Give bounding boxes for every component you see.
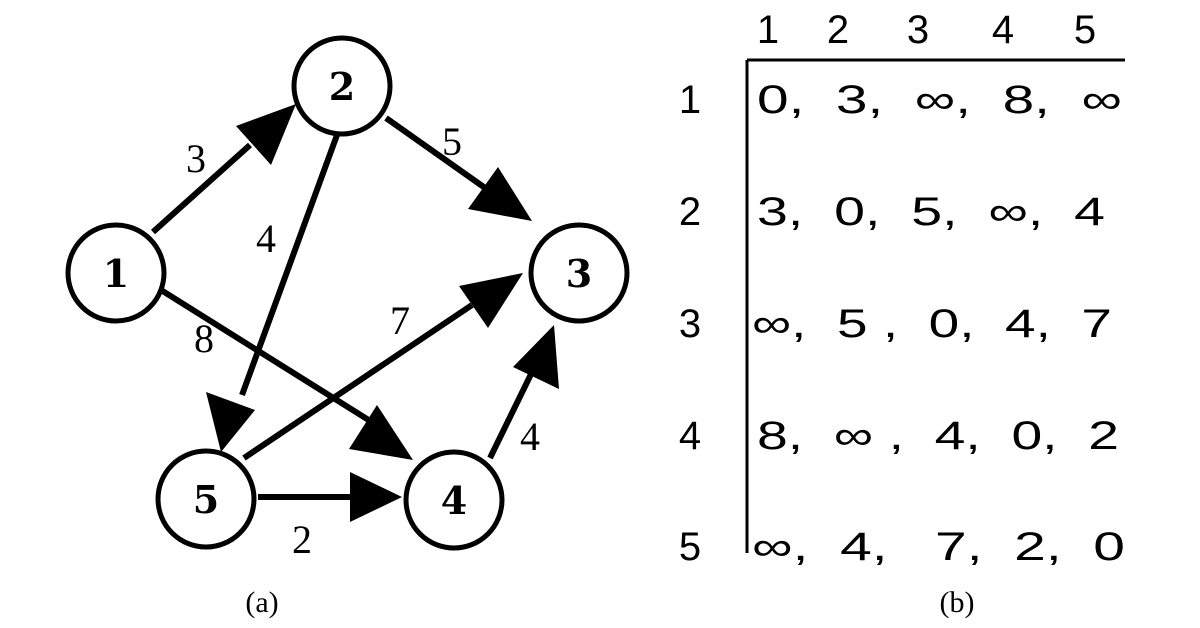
edge-1-2 [150,104,296,235]
edge-weight-2-3: 5 [442,119,462,164]
node-5: 5 [155,448,257,550]
node-2-label: 2 [329,64,355,109]
edge-weight-5-4: 2 [292,517,312,562]
edge-5-3 [242,273,523,461]
edge-2-5 [206,133,340,452]
row-header-5: 5 [679,525,701,569]
edge-weight-5-3: 7 [390,298,410,343]
arrowhead-5-3 [459,273,523,328]
edge-weight-1-4: 8 [194,316,214,361]
node-4-label: 4 [441,478,467,523]
arrowhead-1-4 [349,405,413,460]
column-header-1: 1 [757,8,779,52]
node-5-label: 5 [193,477,219,522]
column-header-2: 2 [827,8,849,52]
matrix-row-2: 3, 0, 5, ∞, 4 [757,190,1105,234]
arrowhead-1-2 [236,104,296,165]
column-header-4: 4 [992,8,1014,52]
node-1-label: 1 [103,251,129,296]
node-3-label: 3 [566,251,592,296]
matrix-panel: 1 2 3 4 5 1 2 3 4 5 0, 3, ∞, 8, ∞ 3, 0, … [679,8,1125,619]
graph-caption: (a) [245,586,278,619]
node-4: 4 [403,449,505,551]
edge-1-4 [159,287,413,460]
graph-panel: 3 5 4 8 7 4 2 1 2 3 4 5 (a) [65,35,630,619]
matrix-row-5: ∞, 4, 7, 2, 0 [752,525,1125,569]
edge-weight-1-2: 3 [186,136,206,181]
row-header-3: 3 [679,302,701,346]
matrix-row-3: ∞, 5 , 0, 4, 7 [752,302,1112,346]
row-header-2: 2 [679,190,701,234]
arrowhead-2-5 [206,392,255,452]
arrowhead-2-3 [468,167,532,221]
matrix-caption: (b) [940,586,975,619]
node-3: 3 [528,222,630,324]
node-1: 1 [65,222,167,324]
row-header-1: 1 [679,78,701,122]
matrix-row-1: 0, 3, ∞, 8, ∞ [757,78,1122,122]
edge-4-3 [487,325,559,460]
column-header-5: 5 [1074,8,1096,52]
edge-weight-4-3: 4 [520,414,540,459]
arrowhead-4-3 [513,325,559,389]
node-2: 2 [291,35,393,137]
arrowhead-5-4 [350,472,402,522]
row-header-4: 4 [679,414,701,458]
edge-weight-2-5: 4 [256,216,276,261]
matrix-row-4: 8, ∞ , 4, 0, 2 [757,414,1119,458]
column-header-3: 3 [907,8,929,52]
edge-5-4 [258,472,402,522]
edge-2-3 [384,115,532,221]
